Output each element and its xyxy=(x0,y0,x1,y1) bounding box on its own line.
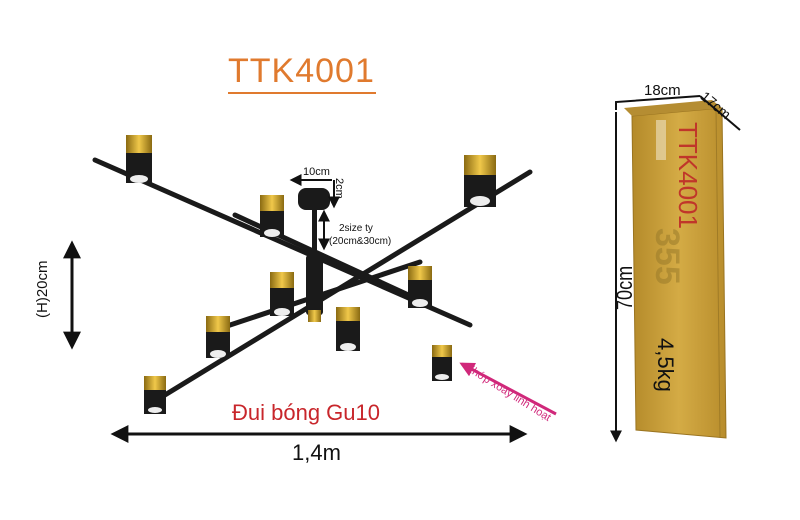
canopy-width-label: 10cm xyxy=(303,166,330,178)
spotlight-icon xyxy=(408,266,432,308)
box-weight-label: 4,5kg xyxy=(653,338,678,392)
dimension-arrow-icon xyxy=(699,95,741,131)
spotlight-icon xyxy=(336,307,360,351)
box-top xyxy=(624,100,722,116)
ceiling-mount xyxy=(298,188,330,322)
box-label-patch xyxy=(656,120,666,160)
spotlight-icon xyxy=(270,272,294,316)
spotlight-icon xyxy=(206,316,230,358)
rod-size-values: (20cm&30cm) xyxy=(329,236,392,247)
box-width-label: 18cm xyxy=(644,82,681,99)
dimension-arrows xyxy=(63,174,528,443)
title-underline xyxy=(228,92,376,94)
box-dimension-arrows xyxy=(610,95,741,443)
spotlight-icon xyxy=(432,345,452,381)
packaging-box xyxy=(624,100,727,439)
spotlights xyxy=(126,135,496,414)
box-edge xyxy=(715,107,721,439)
rod-size-label: 2size ty xyxy=(339,223,373,234)
arm-long-a xyxy=(92,157,473,328)
spotlight-icon xyxy=(464,155,496,207)
dimension-arrow-icon xyxy=(615,95,701,110)
hub-gold-cap xyxy=(308,310,321,322)
center-hub xyxy=(306,255,323,315)
spotlight-icon xyxy=(126,135,152,183)
height-label: (H)20cm xyxy=(34,260,51,318)
spotlight-icon xyxy=(144,376,166,414)
product-code-title: TTK4001 xyxy=(228,52,375,90)
box-printed-code: TTK4001 xyxy=(673,122,703,229)
box-printed-number: 355 xyxy=(648,228,686,285)
canopy xyxy=(298,188,330,210)
width-label: 1,4m xyxy=(292,440,341,465)
joint-arrow-icon xyxy=(459,362,557,416)
canopy-height-label: 2cm xyxy=(333,178,345,199)
suspension-rod xyxy=(312,208,317,258)
bulb-socket-note: Đui bóng Gu10 xyxy=(232,400,380,425)
spotlight-icon xyxy=(260,195,284,237)
box-height-label: 70cm xyxy=(612,265,637,310)
